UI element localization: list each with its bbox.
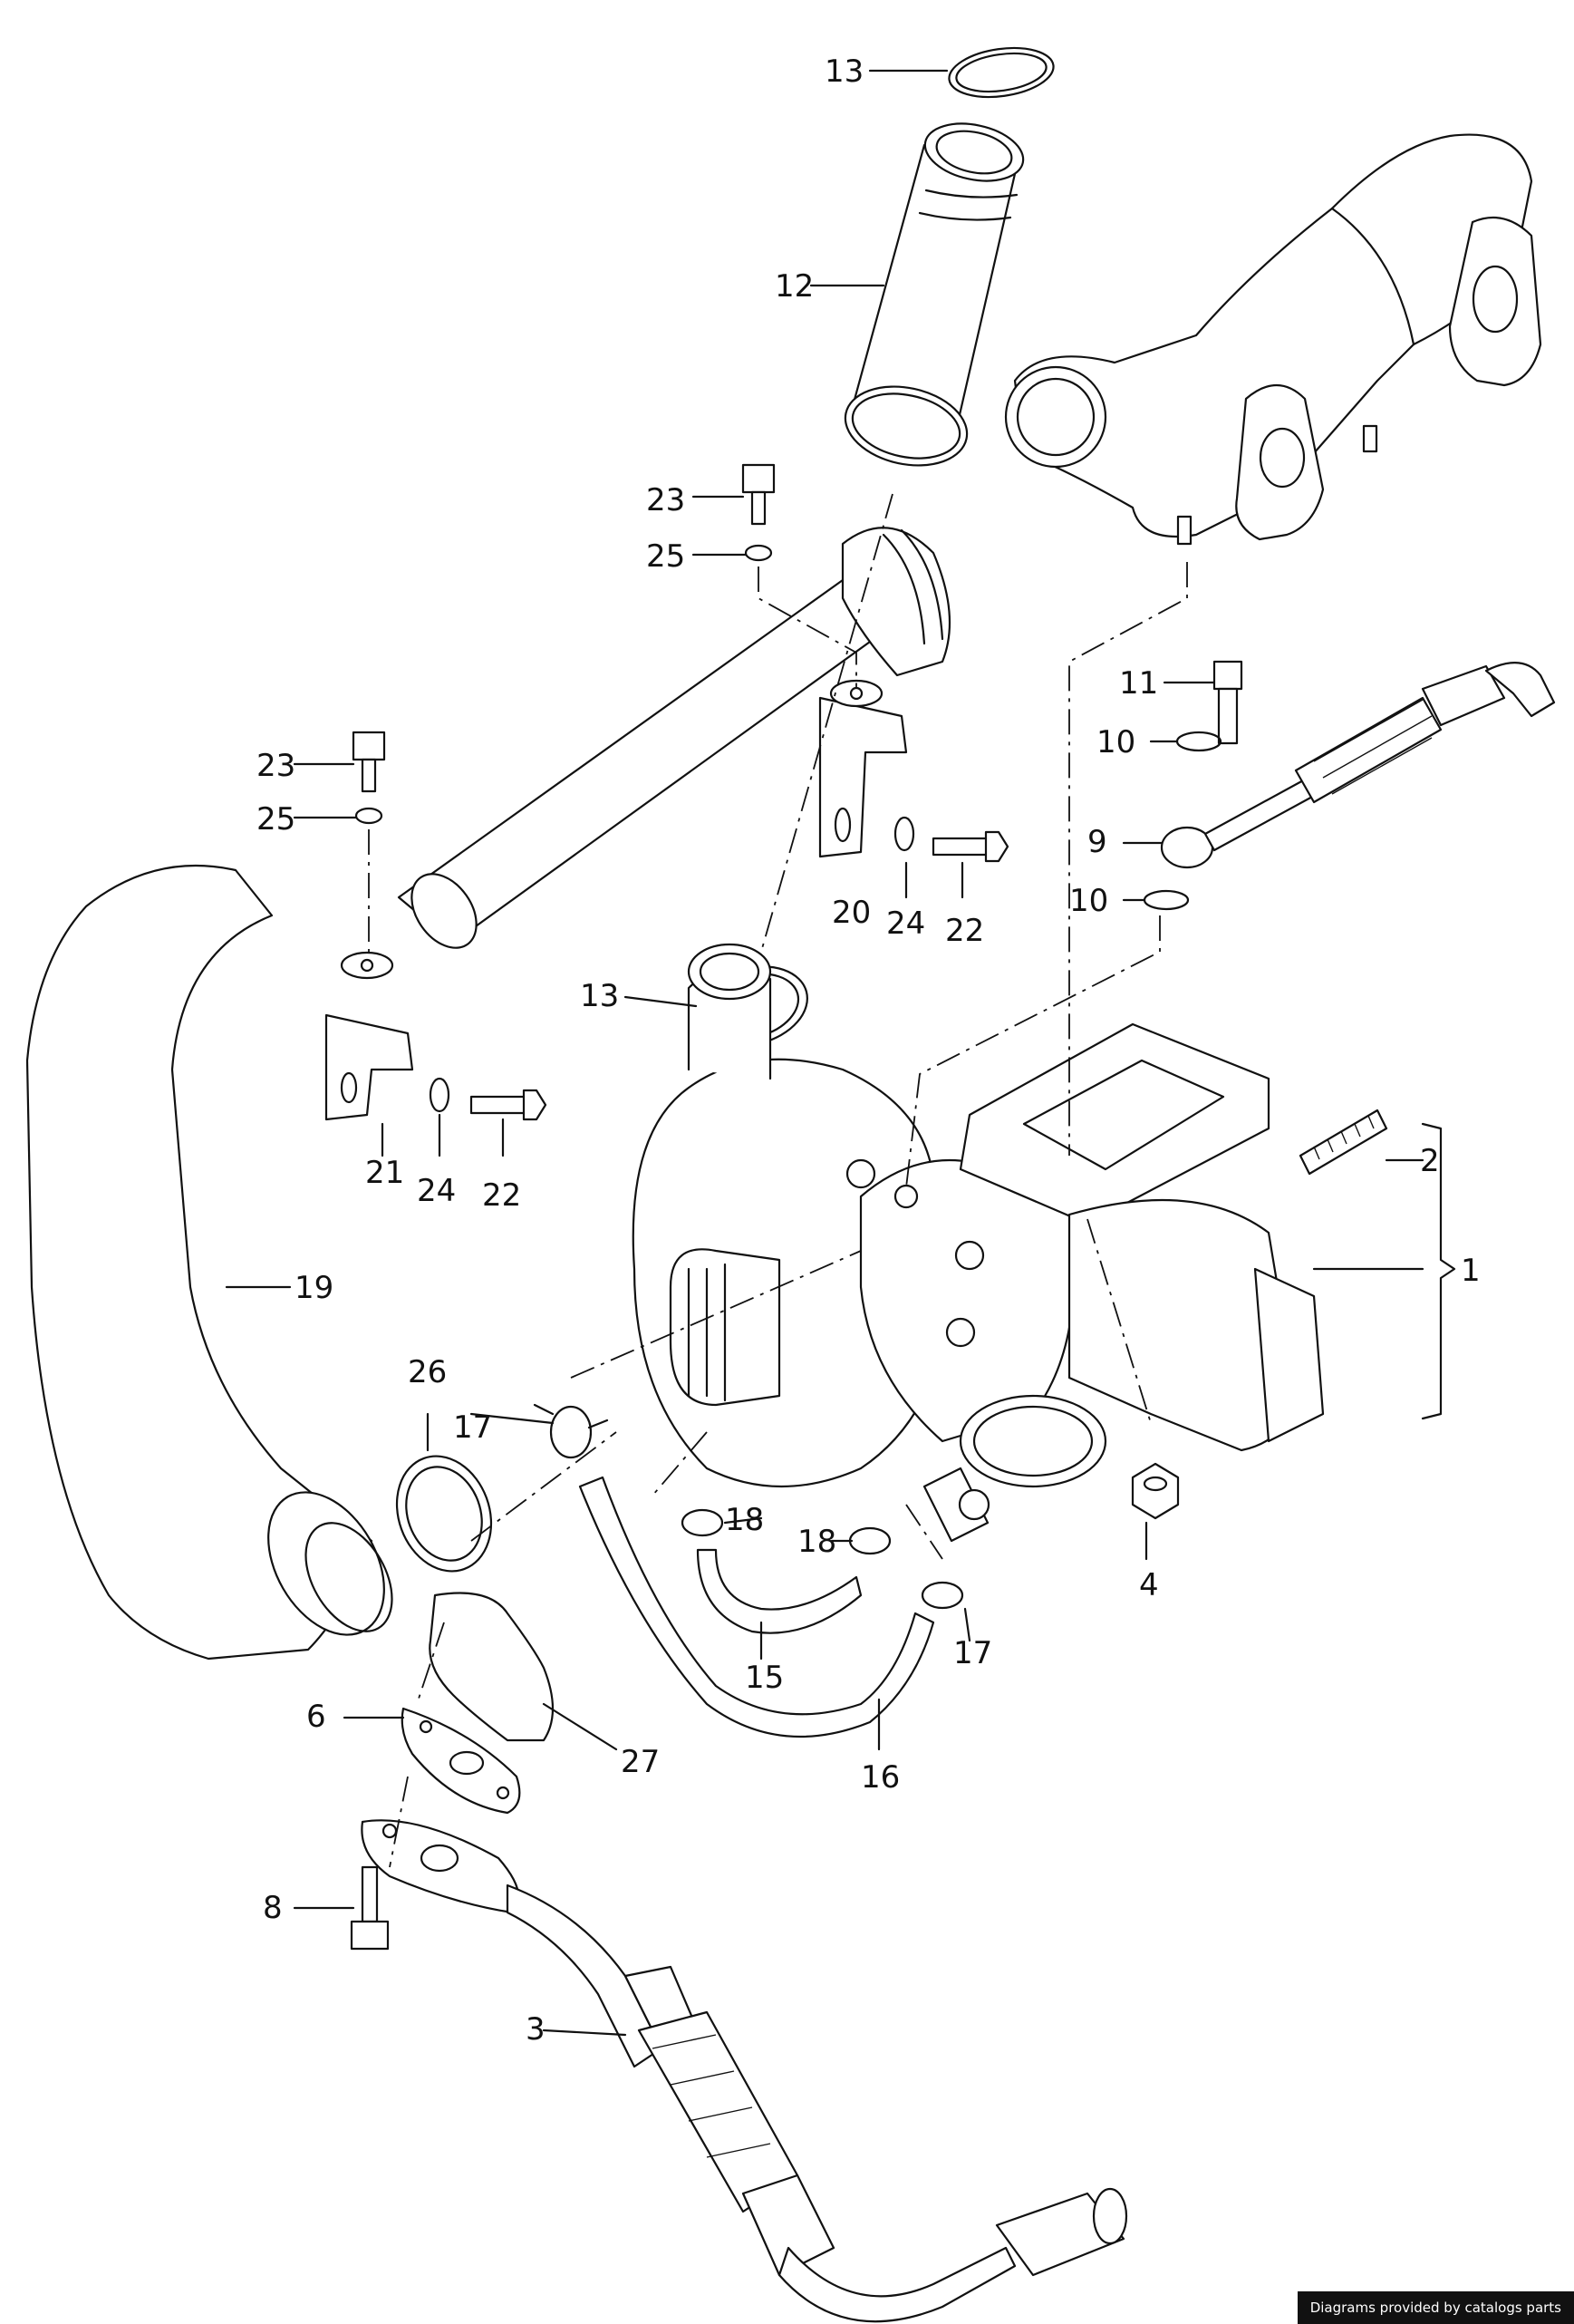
callout-9: 9	[1087, 824, 1107, 860]
exhaust-manifold	[1004, 133, 1542, 546]
assembly-bracket-1	[1421, 1122, 1456, 1420]
assembly-centerlines	[368, 493, 1188, 1868]
gasket-6	[401, 1707, 521, 1815]
callout-24a: 24	[886, 905, 925, 942]
callout-22b: 22	[482, 1177, 521, 1214]
gasket-13-top	[948, 46, 1055, 99]
callout-11: 11	[1119, 665, 1158, 702]
clamp-17-right	[921, 1581, 964, 1610]
callout-19: 19	[295, 1270, 333, 1306]
callout-20: 20	[832, 895, 871, 931]
bolt-22-lower	[469, 1089, 547, 1121]
bolt-8	[350, 1865, 390, 1951]
turbocharger	[632, 943, 1325, 1543]
coolant-pipe	[397, 527, 951, 949]
callout-8: 8	[263, 1890, 283, 1926]
bolt-23-upper	[741, 463, 776, 562]
oil-feed-line	[1143, 660, 1556, 911]
callout-23b: 23	[256, 748, 295, 784]
washer-24-lower	[429, 1077, 450, 1113]
oil-return-pipe	[361, 1819, 1128, 2323]
callout-18a: 18	[725, 1502, 764, 1538]
callout-26: 26	[408, 1354, 447, 1390]
pipe-12	[844, 122, 1025, 467]
stud-2	[1299, 1109, 1388, 1176]
gasket-27	[429, 1592, 555, 1742]
callout-25b: 25	[256, 801, 295, 838]
callouts: 1 2 3 4 6 8 9 10 10 11 12 13 13 15 16 17…	[256, 53, 1481, 2048]
callout-12: 12	[775, 268, 814, 305]
callout-13b: 13	[580, 978, 619, 1014]
callout-10a: 10	[1096, 724, 1135, 760]
callout-16: 16	[861, 1759, 900, 1796]
callout-18b: 18	[797, 1524, 836, 1560]
callout-1: 1	[1461, 1253, 1481, 1289]
callout-25a: 25	[646, 538, 685, 575]
callout-3: 3	[526, 2011, 546, 2048]
callout-2: 2	[1420, 1143, 1440, 1179]
bracket-20	[818, 679, 908, 858]
clamp-18-left	[681, 1508, 724, 1537]
callout-27: 27	[621, 1744, 660, 1780]
hose-15	[696, 1548, 863, 1634]
callout-22a: 22	[945, 913, 984, 949]
washer-24-upper	[893, 816, 915, 852]
callout-17b: 17	[953, 1635, 992, 1671]
callout-17a: 17	[453, 1409, 492, 1446]
callout-13a: 13	[825, 53, 864, 90]
hose-16	[578, 1476, 935, 1738]
bracket-21	[324, 951, 414, 1121]
callout-4: 4	[1139, 1567, 1159, 1603]
callout-24b: 24	[417, 1173, 456, 1209]
callout-6: 6	[306, 1699, 326, 1735]
gasket-26	[395, 1455, 493, 1573]
callout-21: 21	[365, 1155, 404, 1191]
clamp-18-right	[848, 1526, 892, 1555]
callout-23a: 23	[646, 482, 685, 518]
clamp-17-left	[533, 1403, 609, 1459]
nut-4	[1131, 1462, 1180, 1520]
credit-badge: Diagrams provided by catalogs parts	[1297, 2291, 1574, 2324]
leader-lines	[225, 69, 1424, 2037]
bolt-22-upper	[932, 830, 1009, 863]
hose-19	[25, 865, 393, 1661]
callout-10b: 10	[1069, 883, 1108, 919]
callout-15: 15	[745, 1660, 784, 1696]
bolt-23-lower	[352, 731, 386, 825]
